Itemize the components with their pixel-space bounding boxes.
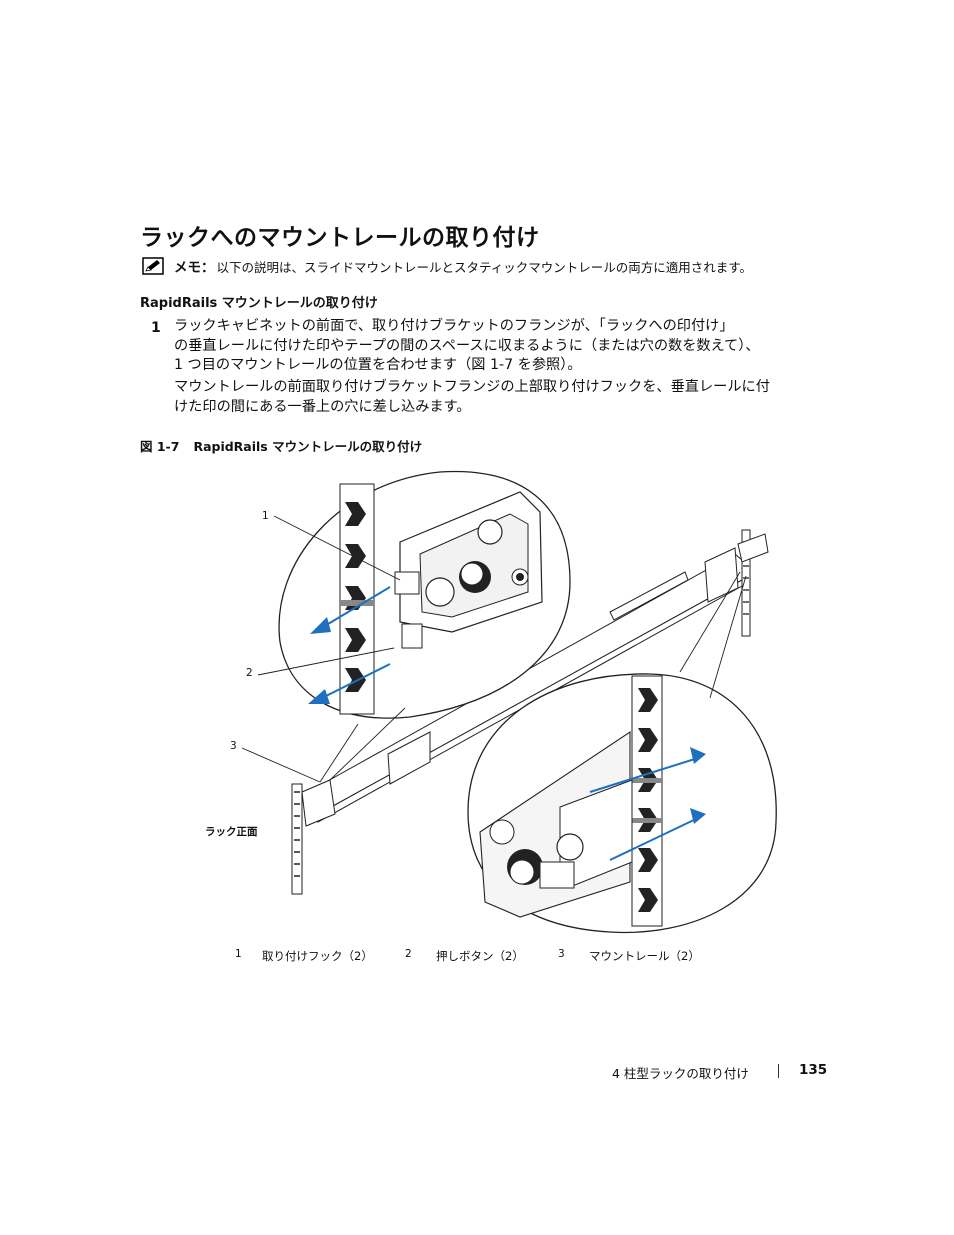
- rack-front-label: ラック正面: [205, 826, 258, 838]
- step-line: の垂直レールに付けた印やテープの間のスペースに収まるように（または穴の数を数えて…: [174, 337, 760, 354]
- pencil-note-icon: [142, 257, 164, 275]
- footer-separator: [778, 1064, 779, 1078]
- note: メモ： 以下の説明は、スライドマウントレールとスタティックマウントレールの両方に…: [142, 256, 752, 276]
- callout-2: 2: [246, 667, 253, 679]
- direction-arrows: [308, 586, 706, 861]
- legend-label-1: 取り付けフック（2）: [262, 949, 373, 963]
- rail-installation-illustration: [241, 470, 777, 934]
- footer-chapter: 4 柱型ラックの取り付け: [612, 1066, 749, 1081]
- step-line: ラックキャビネットの前面で、取り付けブラケットのフランジが、「ラックへの印付け」: [174, 318, 734, 334]
- legend-label-2: 押しボタン（2）: [436, 949, 524, 963]
- legend-num-2: 2: [405, 948, 412, 960]
- mounting-rail: [301, 533, 769, 827]
- note-text: 以下の説明は、スライドマウントレールとスタティックマウントレールの両方に適用され…: [216, 259, 753, 275]
- legend-num-1: 1: [235, 948, 242, 960]
- page-number: 135: [799, 1062, 828, 1078]
- step-subtext: マウントレールの前面取り付けブラケットフランジの上部取り付けフックを、垂直レール…: [174, 378, 770, 417]
- subheading: RapidRails マウントレールの取り付け: [140, 296, 378, 311]
- step-line: 1 つ目のマウントレールの位置を合わせます（図 1-7 を参照）。: [174, 357, 582, 373]
- figure-number: 図 1-7: [140, 439, 180, 454]
- front-rack-post: [291, 783, 303, 895]
- detail-circle-rear: [467, 673, 777, 934]
- callout-3: 3: [230, 740, 237, 752]
- note-label: メモ：: [174, 260, 215, 276]
- step-text: ラックキャビネットの前面で、取り付けブラケットのフランジが、「ラックへの印付け」…: [174, 317, 760, 376]
- page-heading: ラックへのマウントレールの取り付け: [140, 225, 540, 251]
- callout-1: 1: [262, 510, 269, 522]
- step-sub-line: マウントレールの前面取り付けブラケットフランジの上部取り付けフックを、垂直レール…: [174, 379, 770, 395]
- legend-num-3: 3: [558, 948, 565, 960]
- step-sub-line: けた印の間にある一番上の穴に差し込みます。: [174, 398, 471, 415]
- legend-label-3: マウントレール（2）: [589, 949, 700, 963]
- step-number: 1: [151, 320, 161, 336]
- callout-leaders: [241, 515, 747, 783]
- figure-title: RapidRails マウントレールの取り付け: [193, 439, 423, 454]
- figure-caption: 図 1-7 RapidRails マウントレールの取り付け: [140, 436, 436, 455]
